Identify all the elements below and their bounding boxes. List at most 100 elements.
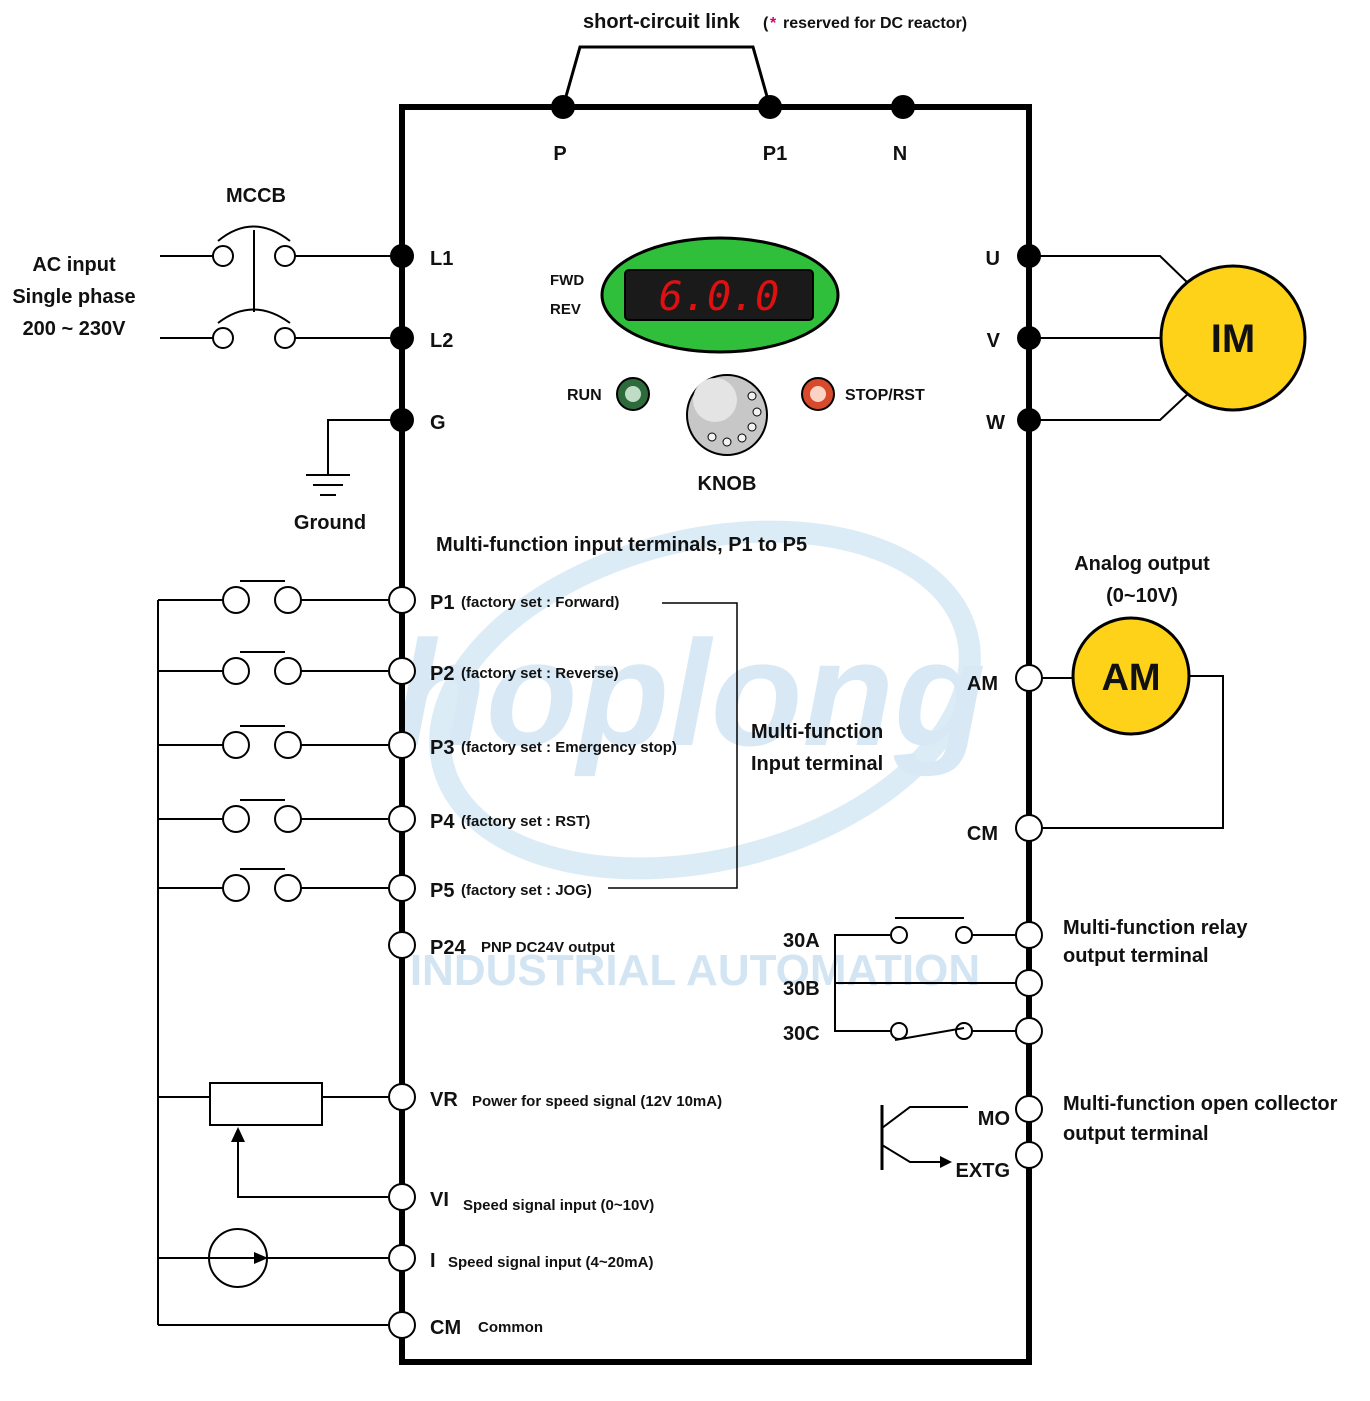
relay-title2: output terminal [1063,945,1209,967]
terminal-extg [1015,1141,1043,1169]
keypad-panel: 6.0.0 FWD REV RUN STOP/RST KNOB [550,236,925,495]
mccb-label: MCCB [226,185,286,207]
terminal-u-label: U [986,248,1000,270]
terminal-vi [388,1183,416,1211]
am-term-label: AM [967,673,998,695]
mf-input-header: Multi-function input terminals, P1 to P5 [436,534,807,556]
switch-p3 [158,725,388,759]
terminal-p-label: P [553,143,566,165]
terminal-v-label: V [987,330,1001,352]
terminal-p1-label: P1 [763,143,787,165]
p24-desc-label: PNP DC24V output [481,939,615,956]
extg-label: EXTG [956,1160,1010,1182]
oc-title2: output terminal [1063,1123,1209,1145]
short-circuit-link-label: short-circuit link [583,11,741,33]
wire-w [1029,391,1191,421]
cm-common-term-label: CM [430,1317,461,1339]
terminal-p2-input [388,657,416,685]
reserved-text: reserved for DC reactor) [783,15,967,32]
knob-label: KNOB [698,473,757,495]
terminal-l1-dot [390,244,414,268]
mf-bracket [608,602,738,889]
run-label: RUN [567,387,602,404]
ac-input-line3: 200 ~ 230V [23,318,127,340]
p2-term-label: P2 [430,663,454,685]
watermark-brand: hoplong [394,609,985,777]
fwd-label: FWD [550,272,584,289]
watermark: hoplong INDUSTRIAL AUTOMATION [394,520,986,995]
terminal-w-label: W [986,412,1005,434]
stop-rst-label: STOP/RST [845,387,925,404]
led-display-value: 6.0.0 [659,274,779,320]
p5-desc-label: (factory set : JOG) [461,882,592,899]
vr-desc-label: Power for speed signal (12V 10mA) [472,1093,722,1110]
p3-term-label: P3 [430,737,454,759]
terminal-l1-label: L1 [430,248,453,270]
terminal-p1-input [388,586,416,614]
terminal-p1-dot [758,95,782,119]
terminal-l2-label: L2 [430,330,453,352]
p1-desc-label: (factory set : Forward) [461,594,619,611]
switch-p4 [158,799,388,833]
p3-desc-label: (factory set : Emergency stop) [461,739,677,756]
relay-contacts [834,917,1016,1041]
cm-analog-label: CM [967,823,998,845]
p5-term-label: P5 [430,880,454,902]
terminal-p4-input [388,805,416,833]
speed-knob-sheen [693,378,737,422]
ac-input-line2: Single phase [12,286,135,308]
terminal-n-label: N [893,143,907,165]
terminal-n-dot [891,95,915,119]
relay-30b-label: 30B [783,978,820,1000]
transistor-symbol [880,1105,968,1170]
terminal-l2-dot [390,326,414,350]
vi-desc-label: Speed signal input (0~10V) [463,1197,654,1214]
short-circuit-link-wire [561,45,772,108]
ground-label: Ground [294,512,366,534]
watermark-sub: INDUSTRIAL AUTOMATION [410,946,980,995]
led-display [624,269,814,321]
mf-bracket-line2: Input terminal [751,753,883,775]
terminal-30c [1015,1017,1043,1045]
relay-30c-label: 30C [783,1023,820,1045]
rev-label: REV [550,301,581,318]
mccb-breaker [160,225,402,349]
terminal-mo [1015,1095,1043,1123]
vi-term-label: VI [430,1189,449,1211]
reserved-star: * [770,15,777,32]
relay-30a-label: 30A [783,930,820,952]
reserved-open-paren: ( [763,15,769,32]
terminal-cm-common [388,1311,416,1339]
terminal-i [388,1244,416,1272]
p4-term-label: P4 [430,811,455,833]
motor-im [1159,264,1307,412]
oc-title1: Multi-function open collector [1063,1093,1338,1115]
terminal-vr [388,1083,416,1111]
switch-p5 [158,868,388,902]
potentiometer [158,1082,388,1198]
terminal-30b [1015,969,1043,997]
vr-term-label: VR [430,1089,458,1111]
wire-u [1029,255,1191,286]
i-term-label: I [430,1250,436,1272]
relay-title1: Multi-function relay [1063,917,1248,939]
terminal-am [1015,664,1043,692]
mf-bracket-line1: Multi-function [751,721,883,743]
mo-label: MO [978,1108,1010,1130]
terminal-30a [1015,921,1043,949]
ac-input-line1: AC input [32,254,116,276]
terminal-p5-input [388,874,416,902]
run-button-highlight [625,386,641,402]
motor-im-label: IM [1211,317,1255,361]
p24-term-label: P24 [430,937,466,959]
analog-title1: Analog output [1074,553,1210,575]
terminal-g-label: G [430,412,446,434]
switch-p1 [158,580,388,614]
p4-desc-label: (factory set : RST) [461,813,590,830]
watermark-swoosh [429,520,981,880]
cm-common-desc-label: Common [478,1319,543,1336]
p1-term-label: P1 [430,592,454,614]
terminal-p24 [388,931,416,959]
